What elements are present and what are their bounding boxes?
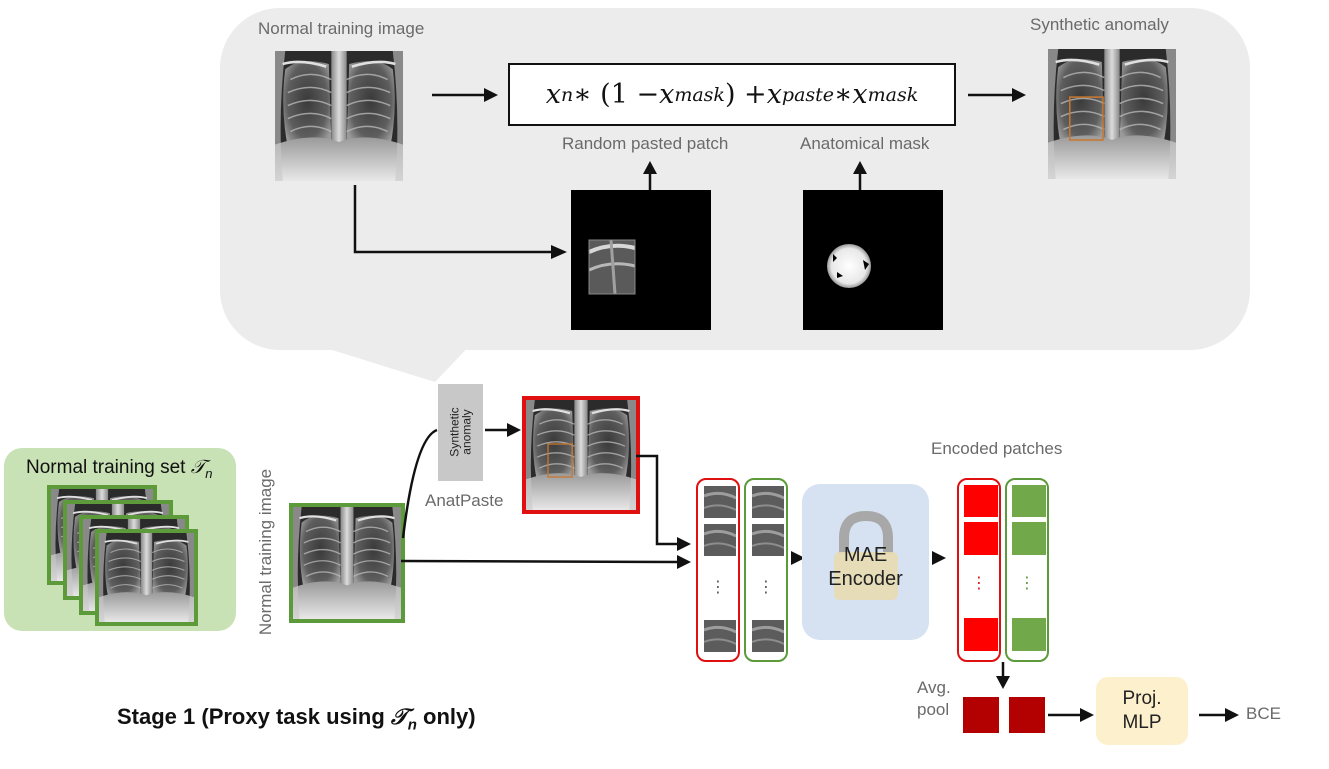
anatomical-mask-image — [803, 190, 943, 330]
anatpaste-label: AnatPaste — [425, 491, 504, 510]
mae-encoder-label: MAE Encoder — [828, 544, 903, 590]
arrow-up-icon — [853, 161, 867, 190]
patch — [752, 486, 784, 518]
encoded-normal-column: ⋮ — [1005, 478, 1049, 662]
encoded-token — [964, 522, 998, 555]
arrow-right-icon — [1048, 708, 1094, 722]
normal-training-image-label: Normal training image — [258, 19, 425, 38]
encoded-token — [964, 485, 998, 517]
patch — [752, 620, 784, 652]
callout-tail — [300, 340, 475, 382]
encoded-token — [964, 618, 998, 651]
normal-patch-column: ⋮ — [744, 478, 788, 662]
encoded-token — [1012, 618, 1046, 651]
arrow-right-icon — [932, 551, 946, 565]
pooled-anomaly-token — [963, 697, 999, 733]
training-set-image-4 — [95, 529, 198, 626]
synthetic-anomaly-label: Synthetic anomaly — [1030, 15, 1169, 34]
encoded-token — [1012, 485, 1046, 517]
arrow-right-icon — [1199, 708, 1239, 722]
ellipsis: ⋮ — [710, 579, 726, 596]
synthetic-anomaly-tag: Synthetic anomaly — [438, 384, 483, 481]
avg-pool-label: Avg. pool — [917, 678, 951, 719]
ellipsis: ⋮ — [758, 579, 774, 596]
patch — [704, 524, 736, 556]
projection-mlp-label: Proj. MLP — [1122, 688, 1162, 733]
random-pasted-patch-label: Random pasted patch — [562, 134, 729, 153]
encoded-token — [1012, 522, 1046, 555]
lock-icon — [834, 510, 898, 600]
arrow-up-icon — [643, 161, 657, 190]
encoded-patches-label: Encoded patches — [931, 439, 1063, 458]
patch — [704, 486, 736, 518]
arrow-down-icon — [996, 662, 1010, 689]
anatpaste-flow-arrow — [401, 423, 521, 539]
connector-arrow — [353, 185, 567, 259]
bce-loss-label: BCE — [1246, 704, 1281, 723]
patch — [752, 524, 784, 556]
arrow-right-icon — [432, 88, 498, 102]
synthetic-anomaly-image — [1048, 49, 1176, 179]
normal-training-image-input — [289, 503, 405, 623]
normal-training-image-side-label: Normal training image — [256, 468, 275, 636]
random-pasted-patch-image — [571, 190, 711, 330]
anomaly-patch-column: ⋮ — [696, 478, 740, 662]
ellipsis: ⋮ — [971, 575, 987, 592]
patchify-arrows — [400, 454, 691, 569]
arrow-right-icon — [791, 551, 805, 565]
patch — [704, 620, 736, 652]
arrow-right-icon — [968, 88, 1026, 102]
ellipsis: ⋮ — [1019, 575, 1035, 592]
pooled-normal-token — [1009, 697, 1045, 733]
stage-title: Stage 1 (Proxy task using 𝒯n only) — [117, 704, 476, 734]
normal-training-set-label: Normal training set 𝒯n — [26, 456, 213, 481]
encoded-anomaly-column: ⋮ — [957, 478, 1001, 662]
normal-training-image-top — [275, 51, 403, 181]
projection-mlp-box — [1096, 677, 1188, 745]
anatomical-mask-label: Anatomical mask — [800, 134, 930, 153]
